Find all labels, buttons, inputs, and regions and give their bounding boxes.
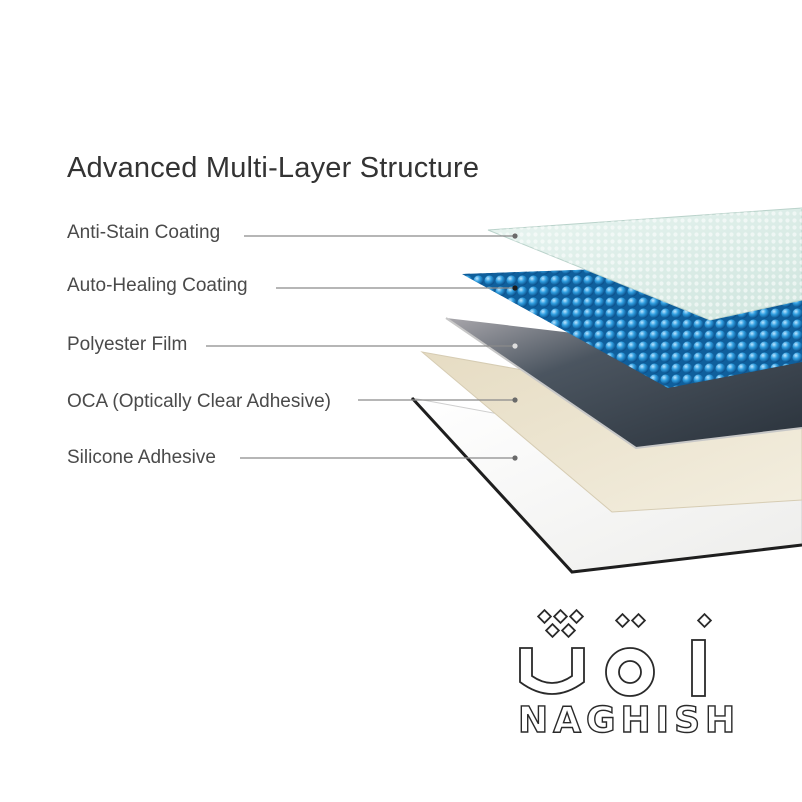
layer-anti-stain-coating [487, 207, 802, 321]
label-oca: OCA (Optically Clear Adhesive) [67, 391, 331, 412]
anchor-dot-auto-healing [512, 285, 518, 291]
anchor-dot-polyester [512, 343, 518, 349]
label-auto-healing-coating: Auto-Healing Coating [67, 275, 248, 296]
label-polyester-film: Polyester Film [67, 334, 188, 355]
watermark-text: NAGHISH [517, 699, 741, 741]
anchor-dot-silicone [512, 455, 518, 461]
label-anti-stain-coating: Anti-Stain Coating [67, 222, 221, 243]
logo-mark-icon [519, 608, 713, 697]
anchor-dot-anti-stain [512, 233, 518, 239]
label-silicone-adhesive: Silicone Adhesive [67, 447, 216, 468]
anchor-dot-oca [512, 397, 518, 403]
diagram-title: Advanced Multi-Layer Structure [67, 152, 480, 184]
leader-lines [206, 233, 518, 461]
